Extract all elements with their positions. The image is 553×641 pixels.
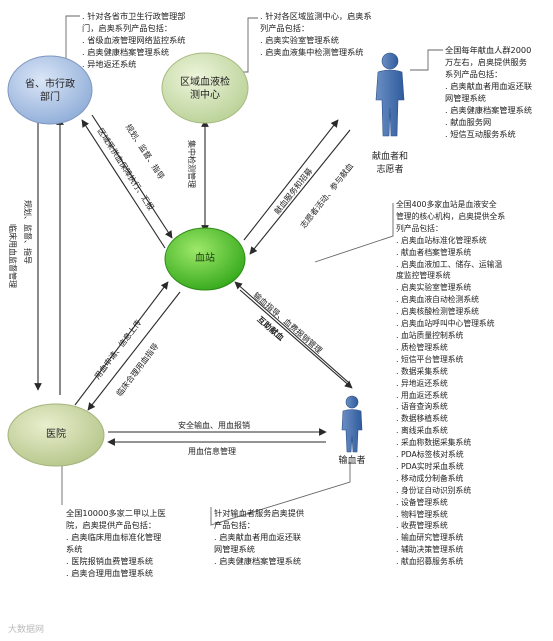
- regional-center-node: [161, 52, 249, 124]
- hospital-label: 医院: [46, 429, 66, 440]
- recipient-note: 针对输血者服务启奥提供 产品包括： . 启奥献血者用血返还联 网管理系统 . 启…: [214, 508, 305, 566]
- blood-station-label: 血站: [195, 253, 215, 264]
- blood-station-note: 全国400多家血站是血液安全 管理的核心机构，启奥提供全系 列产品包括： . 启…: [396, 200, 506, 567]
- recipient-person-icon: [341, 395, 363, 453]
- hospital-note: 全国10000多家二甲以上医 院，启奥提供产品包括： . 启奥临床用血标准化管理…: [66, 508, 166, 578]
- blood-station-node: [164, 227, 246, 291]
- regional-center-label: 区域血液检 测中心: [180, 77, 230, 101]
- edge-label-safe-transfusion: 安全输血、用血报销: [178, 421, 250, 430]
- callout-brackets: [52, 15, 443, 526]
- province-node: [7, 55, 93, 125]
- donor-note: 全国每年献血人群2000 万左右，启奥提供服务 系列产品包括： . 启奥献血者用…: [445, 45, 533, 139]
- hospital-node: [7, 403, 105, 467]
- edge-label-central-testing: 集中检测管理: [187, 140, 196, 188]
- edge-label-clinical-supervision: 临床用血监督管理: [8, 224, 17, 288]
- edge-label-hospital-plan: 规划、监督、指导: [23, 200, 32, 264]
- edges: [34, 112, 353, 446]
- donor-label: 献血者和 志愿者: [371, 152, 408, 175]
- watermark: 大数据网: [8, 625, 45, 635]
- province-note: . 针对各省市卫生行政管理部 门，启奥系列产品包括： . 省级血液管理网络监控系…: [82, 11, 186, 69]
- donor-person-icon: [375, 52, 405, 137]
- edge-label-usage-info: 用血信息管理: [188, 447, 236, 456]
- province-label: 省、市行政 部门: [25, 79, 75, 103]
- recipient-label: 输血者: [338, 456, 366, 466]
- regional-center-note: . 针对各区域监测中心，启奥系 列产品包括： . 启奥实验室管理系统 . 启奥血…: [260, 11, 372, 57]
